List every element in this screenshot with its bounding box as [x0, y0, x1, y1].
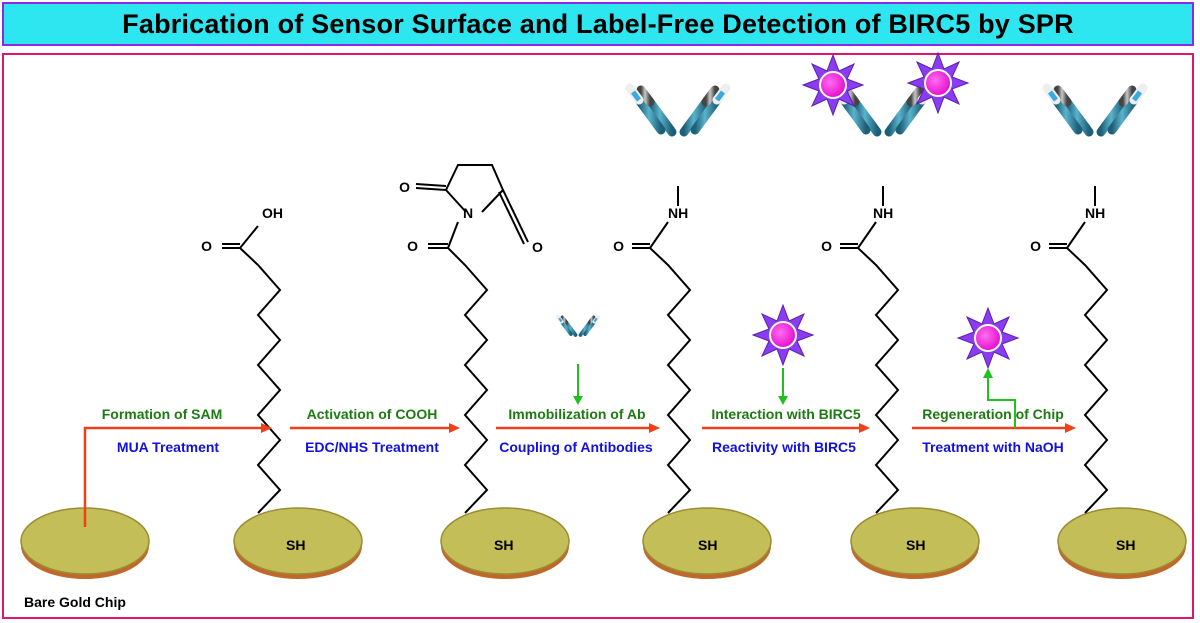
thiol-label: SH [494, 537, 513, 553]
title-bar: Fabrication of Sensor Surface and Label-… [2, 2, 1194, 46]
birc5-antigen [907, 52, 969, 114]
thiol-label: SH [906, 537, 925, 553]
free-birc5-antigen [752, 304, 814, 366]
regenerated-chain [1049, 186, 1109, 514]
antibody-coupled-chain [632, 186, 692, 514]
step-3-subtitle: Coupling of Antibodies [499, 439, 653, 455]
hydroxyl-label: OH [262, 205, 283, 221]
oxygen-label: O [201, 238, 212, 254]
step-2-title: Activation of COOH [307, 406, 438, 422]
oxygen-label: O [821, 238, 832, 254]
step-arrow-2 [290, 423, 460, 433]
amide-nh-label: NH [668, 205, 688, 221]
diagram-title: Fabrication of Sensor Surface and Label-… [122, 8, 1074, 39]
step-1-subtitle: MUA Treatment [117, 439, 220, 455]
diagram-panel [2, 53, 1194, 619]
antibody [1047, 88, 1143, 182]
step-arrow-5 [912, 423, 1076, 433]
thiol-label: SH [1116, 537, 1135, 553]
add-birc5-arrow [778, 368, 788, 405]
chip-label: Bare Gold Chip [24, 594, 126, 610]
oxygen-label: O [407, 238, 418, 254]
thiol-label: SH [286, 537, 305, 553]
oxygen-label: O [613, 238, 624, 254]
step-arrow-3 [496, 423, 660, 433]
step-5-title: Regeneration of Chip [922, 406, 1064, 422]
amide-nh-label: NH [873, 205, 893, 221]
step-arrow-1 [83, 423, 272, 527]
step-4-title: Interaction with BIRC5 [711, 406, 861, 422]
thiol-label: SH [698, 537, 717, 553]
oxygen-label: O [532, 239, 543, 255]
step-2-subtitle: EDC/NHS Treatment [305, 439, 439, 455]
antibody-antigen-chain [840, 186, 900, 514]
mua-chain [222, 225, 282, 514]
oxygen-label: O [399, 179, 410, 195]
birc5-antigen [802, 54, 864, 116]
oxygen-label: O [1030, 238, 1041, 254]
step-5-subtitle: Treatment with NaOH [922, 439, 1064, 455]
amide-nh-label: NH [1085, 205, 1105, 221]
released-birc5-antigen [957, 307, 1019, 369]
add-antibody-arrow [573, 364, 583, 405]
step-arrow-4 [702, 423, 870, 433]
antibody [630, 88, 726, 182]
nitrogen-label: N [463, 205, 473, 221]
step-3-title: Immobilization of Ab [508, 406, 645, 422]
step-4-subtitle: Reactivity with BIRC5 [712, 439, 856, 455]
nhs-ester-chain [415, 164, 529, 514]
free-antibody [555, 314, 601, 358]
step-1-title: Formation of SAM [102, 406, 223, 422]
release-birc5-arrow [983, 368, 1016, 428]
